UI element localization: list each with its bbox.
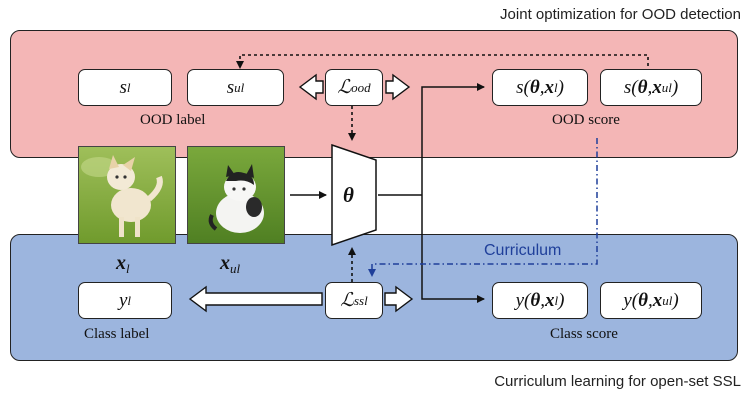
- ood-score-l-close: ): [557, 76, 564, 98]
- class-score-l-close: ): [558, 289, 565, 311]
- dog-image: [78, 146, 176, 244]
- cat-image: [187, 146, 285, 244]
- ood-score-ul-fn: s(: [623, 76, 638, 98]
- y-l-symbol: y: [118, 289, 128, 311]
- ood-score-l-subscript: l: [553, 79, 558, 95]
- ood-feedback-arrow: [236, 54, 649, 72]
- model-to-class-score-arrow: [421, 195, 485, 303]
- class-score-ul-subscript: ul: [662, 292, 673, 308]
- curriculum-label: Curriculum: [484, 242, 562, 259]
- s-ul-subscript: ul: [234, 79, 245, 95]
- class-score-l-theta: θ: [530, 289, 541, 311]
- x-ul-subscript: ul: [230, 261, 241, 276]
- dog-photo-icon: [79, 147, 175, 243]
- class-score-l-x: x: [544, 289, 555, 311]
- class-score-ul-fn: y(: [623, 289, 639, 311]
- class-label-caption: Class label: [84, 326, 150, 342]
- ood-score-l-theta: θ: [529, 76, 540, 98]
- ood-score-l-x: x: [544, 76, 554, 98]
- model-trapezoid: [331, 143, 377, 247]
- model-theta-label: θ: [343, 183, 354, 207]
- s-l-subscript: l: [126, 79, 131, 95]
- ssl-long-double-arrow: [188, 285, 323, 313]
- class-score-ul-close: ): [672, 289, 679, 311]
- s-l-symbol: s: [119, 76, 127, 98]
- class-score-ul-theta: θ: [638, 289, 648, 311]
- ood-loss-symbol: ℒ: [337, 77, 352, 98]
- class-score-l-subscript: l: [554, 292, 559, 308]
- ood-left-double-arrow: [298, 73, 324, 101]
- ood-score-ul-theta: θ: [637, 76, 648, 98]
- bottom-caption: Curriculum learning for open-set SSL: [494, 373, 741, 390]
- ood-score-ul-x: x: [652, 76, 662, 98]
- ood-label-caption: OOD label: [140, 112, 206, 128]
- ssl-loss-subscript: ssl: [353, 292, 368, 308]
- x-ul-symbol: x: [220, 252, 230, 274]
- model-to-ood-score-arrow: [421, 83, 485, 195]
- ood-loss-subscript: ood: [351, 79, 371, 95]
- top-caption: Joint optimization for OOD detection: [500, 6, 741, 23]
- x-l-symbol: x: [116, 252, 126, 274]
- unlabeled-image-label: xul: [220, 252, 240, 277]
- ood-score-ul-close: ): [671, 76, 679, 98]
- class-score-ul-x: x: [652, 289, 663, 311]
- ood-score-l-fn: s(: [516, 76, 530, 98]
- ssl-right-double-arrow: [384, 285, 414, 313]
- labeled-image-label: xl: [116, 252, 130, 277]
- class-score-l-fn: y(: [515, 289, 531, 311]
- ood-right-double-arrow: [385, 73, 411, 101]
- s-ul-symbol: s: [226, 76, 235, 98]
- cat-photo-icon: [188, 147, 284, 243]
- y-l-subscript: l: [127, 292, 132, 308]
- x-l-subscript: l: [126, 261, 130, 276]
- ood-score-caption: OOD score: [552, 112, 620, 128]
- ood-score-ul-subscript: ul: [661, 79, 672, 95]
- ssl-loss-symbol: ℒ: [340, 290, 354, 311]
- curriculum-arrow: [368, 138, 598, 277]
- class-score-caption: Class score: [550, 326, 618, 342]
